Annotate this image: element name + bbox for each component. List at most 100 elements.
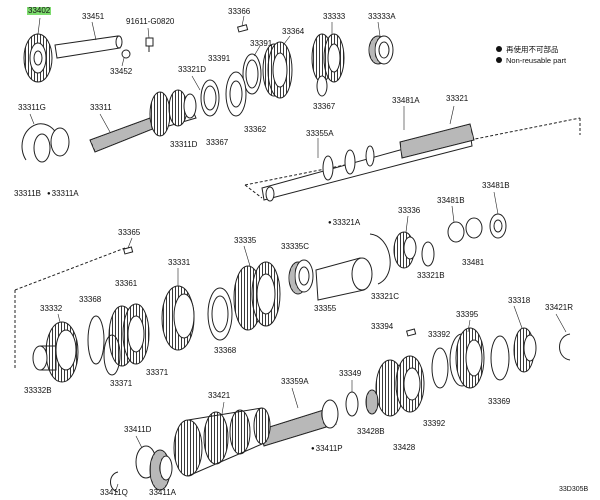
gear-33428 xyxy=(375,355,425,417)
part-label-33391-a[interactable]: 33391 xyxy=(250,39,273,48)
legend-item-jp: 再使用不可部品 xyxy=(496,44,559,55)
part-label-33368-a[interactable]: 33368 xyxy=(79,295,102,304)
part-label-33311B[interactable]: 33311B xyxy=(14,189,41,198)
gear-33336 xyxy=(393,231,417,269)
key-33365 xyxy=(123,246,134,255)
part-label-33481B-a[interactable]: 33481B xyxy=(482,181,510,190)
leader-lines xyxy=(29,15,567,491)
part-label-33333A[interactable]: 33333A xyxy=(368,12,396,21)
part-label-33332B[interactable]: 33332B xyxy=(24,386,52,395)
part-label-33391-b[interactable]: 33391 xyxy=(208,54,231,63)
part-label-33311[interactable]: 33311 xyxy=(90,103,112,112)
key-33366 xyxy=(237,24,249,33)
synchro-ring-33391 xyxy=(242,53,262,95)
part-label-33481B-b[interactable]: 33481B xyxy=(437,196,465,205)
shaft-33355 xyxy=(315,257,373,301)
part-label-33321D[interactable]: 33321D xyxy=(178,65,207,74)
part-label-33411D[interactable]: 33411D xyxy=(124,425,152,434)
circlip-33411Q xyxy=(110,471,119,493)
part-label-33361[interactable]: 33361 xyxy=(115,279,138,288)
gear-33362 xyxy=(225,71,247,117)
legend-text-en: Non-reusable part xyxy=(506,56,567,65)
synchro-33368 xyxy=(207,287,233,341)
ring-33321B xyxy=(421,241,435,267)
reverse-gear-33421 xyxy=(173,407,271,477)
ring-33311B xyxy=(33,127,70,163)
part-label-33311G[interactable]: 33311G xyxy=(18,103,46,112)
part-label-33359A[interactable]: 33359A xyxy=(281,377,309,386)
bullet-icon xyxy=(496,46,502,52)
part-label-91611-G0820[interactable]: 91611-G0820 xyxy=(126,17,175,26)
ring-33392 xyxy=(431,347,449,389)
part-label-33321B[interactable]: 33321B xyxy=(417,271,445,280)
shaft-33451 xyxy=(54,35,123,59)
part-label-33411P[interactable]: 33411P xyxy=(311,445,343,453)
dashed-guide-middle xyxy=(14,247,126,368)
part-label-33333[interactable]: 33333 xyxy=(323,12,346,21)
shaft-33359A xyxy=(259,399,339,447)
bearing-33333A xyxy=(368,35,394,65)
part-label-33367-b[interactable]: 33367 xyxy=(206,138,229,147)
key-33394 xyxy=(406,328,417,337)
circlip-33321A xyxy=(369,233,391,285)
bearing-33428B xyxy=(365,389,379,415)
part-label-33335[interactable]: 33335 xyxy=(234,236,257,245)
part-label-33371-b[interactable]: 33371 xyxy=(146,368,169,377)
part-label-33411Q[interactable]: 33411Q xyxy=(100,488,128,497)
part-label-33368-b[interactable]: 33368 xyxy=(214,346,237,355)
part-label-33428B[interactable]: 33428B xyxy=(357,427,385,436)
part-label-33364[interactable]: 33364 xyxy=(282,27,305,36)
part-label-33321A[interactable]: 33321A xyxy=(328,219,361,227)
part-label-33367-a[interactable]: 33367 xyxy=(313,102,336,111)
part-label-33366[interactable]: 33366 xyxy=(228,7,251,16)
part-label-33371-a[interactable]: 33371 xyxy=(110,379,133,388)
part-label-33311D[interactable]: 33311D xyxy=(170,140,198,149)
bearing-33411A xyxy=(149,449,173,491)
gear-33331 xyxy=(161,285,195,351)
output-shaft-33311 xyxy=(89,89,197,153)
part-label-33481[interactable]: 33481 xyxy=(462,258,485,267)
gear-33318 xyxy=(513,327,537,373)
part-label-33392-b[interactable]: 33392 xyxy=(423,419,446,428)
part-label-33335C[interactable]: 33335C xyxy=(281,242,310,251)
gear-33364 xyxy=(262,41,293,99)
bearing-33332B xyxy=(32,345,57,371)
input-gear-33402 xyxy=(23,33,53,83)
part-label-33311A[interactable]: 33311A xyxy=(47,190,79,198)
part-label-33318[interactable]: 33318 xyxy=(508,296,531,305)
part-label-33395[interactable]: 33395 xyxy=(456,310,479,319)
part-label-33355A[interactable]: 33355A xyxy=(306,129,334,138)
part-label-33365[interactable]: 33365 xyxy=(118,228,141,237)
part-label-33321[interactable]: 33321 xyxy=(446,94,469,103)
diagram-reference-code: 33D305B xyxy=(559,486,589,493)
part-label-33321C[interactable]: 33321C xyxy=(371,292,400,301)
part-label-33402[interactable]: 33402 xyxy=(27,6,52,15)
part-label-33355[interactable]: 33355 xyxy=(314,304,337,313)
part-label-33452[interactable]: 33452 xyxy=(110,67,133,76)
part-label-33369[interactable]: 33369 xyxy=(488,397,511,406)
part-label-33451[interactable]: 33451 xyxy=(82,12,105,21)
hub-33361 xyxy=(108,303,150,367)
circlip-33421R xyxy=(559,333,571,361)
part-label-33362[interactable]: 33362 xyxy=(244,125,267,134)
part-label-33332[interactable]: 33332 xyxy=(40,304,63,313)
part-label-33331[interactable]: 33331 xyxy=(168,258,191,267)
hub-33333 xyxy=(311,33,345,83)
part-label-33421[interactable]: 33421 xyxy=(208,391,231,400)
bullet-icon xyxy=(496,57,502,63)
synchro-33321D xyxy=(200,79,220,117)
gear-33335 xyxy=(233,261,281,331)
part-label-33392-a[interactable]: 33392 xyxy=(428,330,451,339)
part-label-33428[interactable]: 33428 xyxy=(393,443,416,452)
part-label-33394[interactable]: 33394 xyxy=(371,322,394,331)
legend-text-jp: 再使用不可部品 xyxy=(506,45,559,54)
ball-33452 xyxy=(121,49,131,59)
part-label-33349[interactable]: 33349 xyxy=(339,369,362,378)
ring-33368 xyxy=(87,315,105,365)
nut-33481 xyxy=(489,213,507,239)
part-label-33336[interactable]: 33336 xyxy=(398,206,421,215)
part-label-33411A[interactable]: 33411A xyxy=(149,488,176,497)
ring-33371 xyxy=(103,334,121,376)
part-label-33421R[interactable]: 33421R xyxy=(545,303,574,312)
part-label-33481A[interactable]: 33481A xyxy=(392,96,420,105)
